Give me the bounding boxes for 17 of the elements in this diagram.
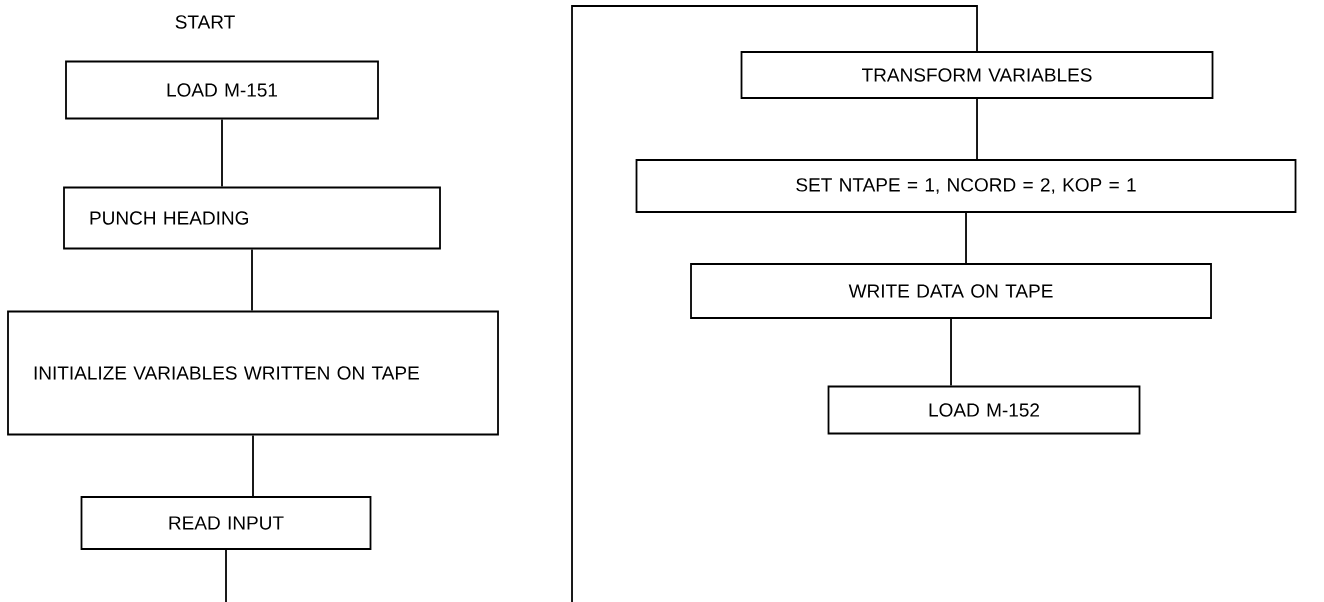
process-box: LOAD M-151 <box>65 60 379 120</box>
connector-line <box>965 212 967 264</box>
connector-line <box>976 98 978 160</box>
connector-line <box>221 118 223 188</box>
connector-line <box>251 248 253 312</box>
process-box: PUNCH HEADING <box>63 186 441 250</box>
connector-line <box>571 5 978 602</box>
connector-line <box>225 549 227 602</box>
process-box: SET NTAPE = 1, NCORD = 2, KOP = 1 <box>635 159 1297 213</box>
connector-line <box>252 434 254 497</box>
start-label: START <box>175 15 235 29</box>
process-box: INITIALIZE VARIABLES WRITTEN ON TAPE <box>7 310 499 436</box>
process-box: TRANSFORM VARIABLES <box>740 51 1214 99</box>
process-box: WRITE DATA ON TAPE <box>690 263 1212 319</box>
process-box: LOAD M-152 <box>827 385 1141 435</box>
connector-line <box>950 318 952 387</box>
process-box: READ INPUT <box>80 496 372 550</box>
